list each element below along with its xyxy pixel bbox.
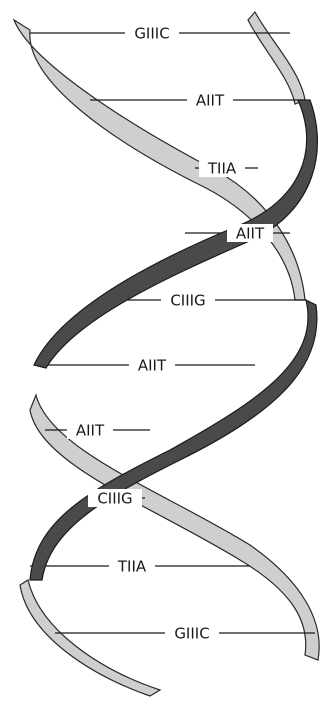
dark-strand-segment-middle xyxy=(29,298,318,581)
base-pair-label-background xyxy=(165,624,219,642)
base-pair-label: AIIT xyxy=(236,225,265,243)
light-strand-segment-tail xyxy=(19,579,162,697)
base-pair-label-background xyxy=(88,489,142,507)
base-pair-label: TIIA xyxy=(207,160,237,178)
base-pair-label-background xyxy=(67,421,113,439)
base-pair-label-background xyxy=(199,159,245,177)
base-pair-label: GIIIC xyxy=(174,625,209,643)
base-pair-label: GIIIC xyxy=(134,25,169,43)
dark-strand-segment-upper xyxy=(33,99,318,369)
dark-strand xyxy=(29,99,318,581)
base-pair-label-background xyxy=(109,557,155,575)
base-pair-label: CIIIG xyxy=(97,490,132,508)
base-pair-label-background xyxy=(161,291,215,309)
base-pair-label: AIIT xyxy=(76,422,105,440)
base-pair-label-background xyxy=(187,91,233,109)
base-pair-label: AIIT xyxy=(138,357,167,375)
base-pair-label-background xyxy=(125,24,179,42)
base-pair-label-background xyxy=(227,224,273,242)
base-pair-label: TIIA xyxy=(117,558,147,576)
base-pair-label: AIIT xyxy=(196,92,225,110)
base-pair-label-background xyxy=(129,356,175,374)
base-pair-label: CIIIG xyxy=(170,292,205,310)
base-pair-labels: GIIIC AIIT TIIA AIIT CIIIG AIIT AIIT CIIIG TIIA G… xyxy=(67,24,273,643)
